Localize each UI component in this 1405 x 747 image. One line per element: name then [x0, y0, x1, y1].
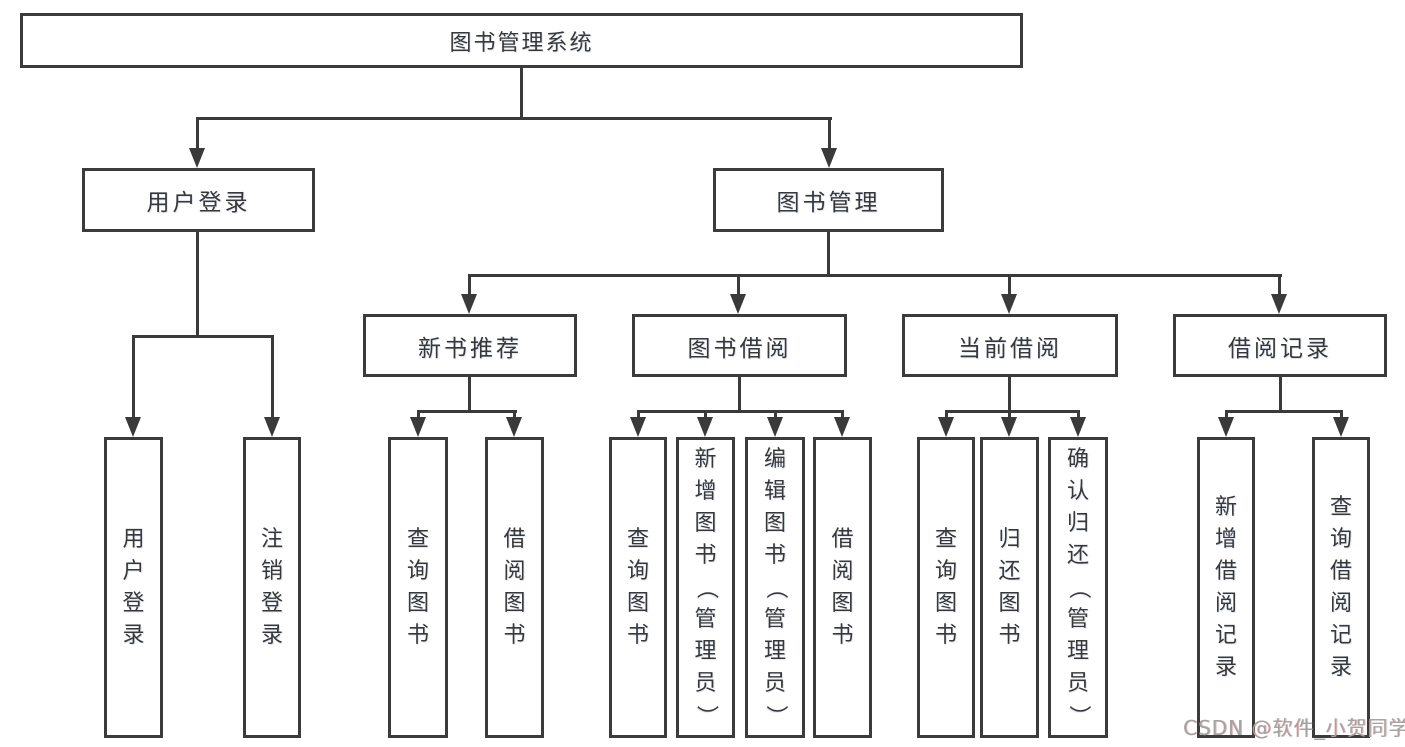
connector-root-stem [520, 66, 523, 120]
node-current-borrow-label: 当前借阅 [958, 335, 1062, 362]
arrow-down-bb-add [697, 417, 713, 437]
connector-branch-book-borrow [637, 410, 844, 413]
leaf-bb-add-books-label: 新增图书（管理员） [693, 446, 719, 727]
node-root-label: 图书管理系统 [449, 30, 594, 56]
arrow-down-book-mgmt [821, 148, 837, 168]
arrow-down-bb-query [630, 417, 646, 437]
leaf-br-add-record-label: 新增借阅记录 [1214, 494, 1237, 680]
arrow-down-nbr-query [410, 417, 426, 437]
leaf-cb-confirm-return-label: 确认归还（管理员） [1066, 446, 1091, 727]
leaf-cb-confirm-return: 确认归还（管理员） [1048, 437, 1108, 738]
connector-drop-br-add [1225, 410, 1228, 419]
connector-drop-bb-borrow [841, 410, 844, 419]
node-borrow-record-label: 借阅记录 [1228, 335, 1332, 362]
arrow-down-book-borrow [730, 294, 746, 314]
connector-drop-user-login [196, 117, 199, 150]
leaf-logout: 注销登录 [243, 437, 301, 738]
arrow-down-bb-edit [767, 417, 783, 437]
leaf-nbr-query-books: 查询图书 [388, 437, 448, 738]
leaf-cb-return-books-label: 归还图书 [998, 526, 1021, 648]
arrow-down-nbr-borrow [506, 417, 522, 437]
leaf-br-add-record: 新增借阅记录 [1197, 437, 1255, 738]
connector-drop-leaf-login [132, 335, 135, 419]
connector-branch-new-book-rec [417, 410, 517, 413]
arrow-down-br-add [1218, 417, 1234, 437]
connector-branch-level3 [468, 274, 1282, 277]
leaf-nbr-borrow-books: 借阅图书 [485, 437, 544, 738]
leaf-bb-query-books-label: 查询图书 [626, 526, 649, 648]
connector-branch-user-login [132, 335, 274, 338]
leaf-bb-borrow-books-label: 借阅图书 [831, 526, 854, 648]
arrow-down-bb-borrow [834, 417, 850, 437]
connector-drop-borrow-record [1278, 274, 1281, 296]
arrow-down-cb-return [1001, 417, 1017, 437]
connector-borrow-record-stem [1279, 377, 1282, 413]
arrow-down-cb-confirm [1070, 417, 1086, 437]
connector-drop-bb-query [637, 410, 640, 419]
connector-drop-book-borrow [737, 274, 740, 296]
arrow-down-new-book-rec [461, 294, 477, 314]
csdn-watermark: CSDN @软件_小贺同学 [1183, 716, 1405, 740]
leaf-nbr-query-books-label: 查询图书 [406, 526, 429, 648]
leaf-br-query-record: 查询借阅记录 [1312, 437, 1370, 738]
connector-drop-current-borrow [1008, 274, 1011, 296]
connector-drop-cb-query [945, 410, 948, 419]
arrow-down-leaf-logout [264, 417, 280, 437]
connector-branch-current-borrow [945, 410, 1080, 413]
node-user-login-label: 用户登录 [146, 190, 251, 216]
node-current-borrow: 当前借阅 [902, 314, 1118, 377]
connector-branch-level2 [196, 117, 832, 120]
leaf-cb-return-books: 归还图书 [980, 437, 1039, 738]
leaf-bb-edit-books-label: 编辑图书（管理员） [763, 446, 788, 727]
arrow-down-current-borrow [1001, 294, 1017, 314]
node-new-book-rec: 新书推荐 [363, 314, 577, 377]
connector-drop-nbr-query [417, 410, 420, 419]
arrow-down-cb-query [938, 417, 954, 437]
leaf-cb-query-books-label: 查询图书 [934, 526, 957, 648]
arrow-down-borrow-record [1271, 294, 1287, 314]
connector-drop-cb-confirm [1077, 410, 1080, 419]
leaf-nbr-borrow-books-label: 借阅图书 [503, 526, 526, 648]
connector-drop-cb-return [1008, 410, 1011, 419]
leaf-bb-borrow-books: 借阅图书 [813, 437, 872, 738]
connector-drop-new-book-rec [468, 274, 471, 296]
arrow-down-user-login [189, 148, 205, 168]
connector-drop-book-mgmt [828, 117, 831, 150]
leaf-user-login-label: 用户登录 [122, 526, 145, 648]
connector-new-book-rec-stem [468, 377, 471, 413]
node-new-book-rec-label: 新书推荐 [418, 335, 522, 362]
connector-drop-bb-edit [774, 410, 777, 419]
leaf-user-login: 用户登录 [104, 437, 163, 738]
connector-book-borrow-stem [738, 377, 741, 413]
leaf-logout-label: 注销登录 [260, 526, 283, 648]
connector-user-login-stem [196, 232, 199, 338]
leaf-br-query-record-label: 查询借阅记录 [1329, 494, 1352, 680]
leaf-cb-query-books: 查询图书 [917, 437, 975, 738]
leaf-bb-edit-books: 编辑图书（管理员） [745, 437, 805, 738]
connector-drop-nbr-borrow [513, 410, 516, 419]
connector-drop-leaf-logout [271, 335, 274, 419]
arrow-down-br-query [1333, 417, 1349, 437]
connector-book-mgmt-stem [827, 232, 830, 277]
leaf-bb-add-books: 新增图书（管理员） [676, 437, 735, 738]
node-book-borrow-label: 图书借阅 [687, 335, 792, 362]
arrow-down-leaf-login [125, 417, 141, 437]
node-book-mgmt-label: 图书管理 [776, 190, 881, 216]
node-borrow-record: 借阅记录 [1173, 314, 1387, 377]
node-book-mgmt: 图书管理 [713, 168, 944, 232]
node-root: 图书管理系统 [20, 13, 1023, 68]
node-book-borrow: 图书借阅 [632, 314, 847, 377]
connector-branch-borrow-record [1225, 410, 1343, 413]
connector-drop-bb-add [704, 410, 707, 419]
connector-current-borrow-stem [1008, 377, 1011, 413]
leaf-bb-query-books: 查询图书 [609, 437, 667, 738]
node-user-login: 用户登录 [82, 168, 315, 232]
connector-drop-br-query [1340, 410, 1343, 419]
